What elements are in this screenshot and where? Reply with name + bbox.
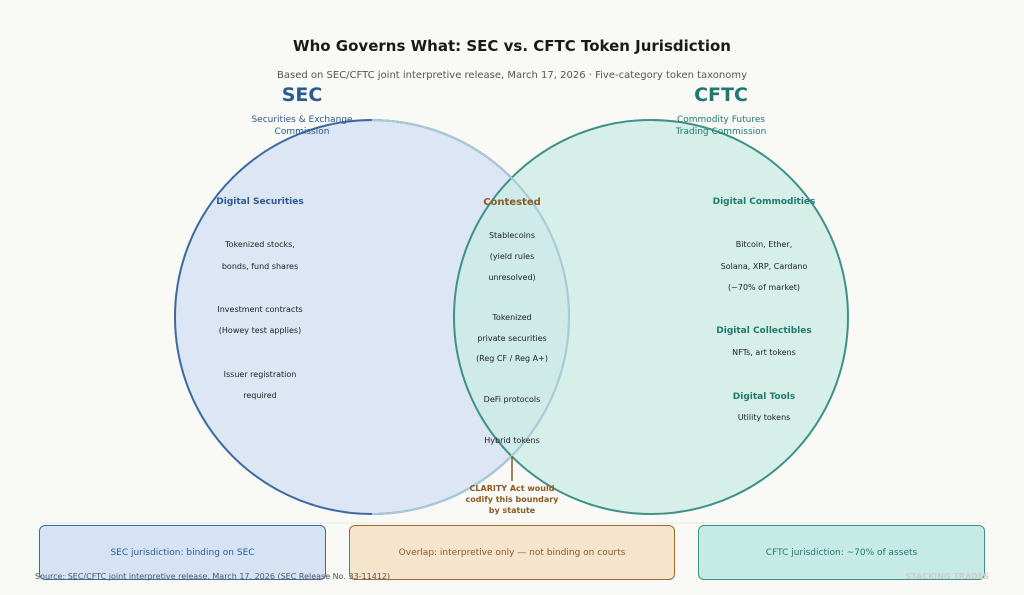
cftc-title: CFTC — [694, 84, 748, 106]
cftc-item: (~70% of market) — [728, 283, 800, 292]
annotation-text: CLARITY Act would — [470, 484, 555, 493]
cftc-category: Digital Collectibles — [716, 326, 811, 336]
contested-item: private securities — [477, 334, 546, 343]
sec-item: Issuer registration — [224, 370, 297, 379]
sec-item: bonds, fund shares — [222, 262, 298, 271]
sec-title: SEC — [282, 84, 323, 106]
sec-item: (Howey test applies) — [219, 326, 301, 335]
contested-item: (yield rules — [490, 252, 535, 261]
legend-overlap-label: Overlap: interpretive only — not binding… — [398, 547, 626, 558]
cftc-category: Digital Commodities — [713, 197, 816, 207]
legend-cftc: CFTC jurisdiction: ~70% of assets — [698, 525, 985, 580]
contested-item: Hybrid tokens — [484, 436, 540, 445]
contested-item: (Reg CF / Reg A+) — [476, 354, 548, 363]
overlap-boundary — [371, 119, 570, 515]
watermark: STACKING TRADES — [905, 572, 989, 581]
cftc-item: Bitcoin, Ether, — [736, 240, 793, 249]
chart-subtitle: Based on SEC/CFTC joint interpretive rel… — [277, 70, 747, 81]
sec-category: Digital Securities — [216, 197, 303, 207]
legend-overlap: Overlap: interpretive only — not binding… — [349, 525, 675, 580]
chart-title: Who Governs What: SEC vs. CFTC Token Jur… — [293, 37, 731, 55]
cftc-item: NFTs, art tokens — [732, 348, 796, 357]
cftc-category: Digital Tools — [733, 392, 795, 402]
legend-cftc-label: CFTC jurisdiction: ~70% of assets — [765, 547, 918, 558]
legend-sec: SEC jurisdiction: binding on SEC — [39, 525, 326, 580]
annotation-text: by statute — [489, 506, 536, 515]
contested-item: Tokenized — [491, 313, 531, 322]
cftc-fullname-1: Commodity Futures — [677, 115, 765, 125]
cftc-item: Utility tokens — [738, 413, 791, 422]
source-note: Source: SEC/CFTC joint interpretive rele… — [35, 572, 391, 581]
annotation-text: codify this boundary — [466, 495, 560, 504]
legend-sec-label: SEC jurisdiction: binding on SEC — [110, 547, 255, 558]
cftc-circle — [453, 119, 849, 515]
sec-item: Tokenized stocks, — [224, 240, 295, 249]
sec-item: Investment contracts — [217, 305, 302, 314]
contested-label: Contested — [483, 197, 541, 208]
sec-item: required — [243, 391, 277, 400]
cftc-fullname-2: Trading Commission — [675, 127, 767, 137]
cftc-item: Solana, XRP, Cardano — [721, 262, 808, 271]
contested-item: Stablecoins — [489, 231, 535, 240]
contested-item: unresolved) — [488, 273, 535, 282]
sec-fullname-2: Commission — [275, 127, 330, 137]
sec-fullname-1: Securities & Exchange — [251, 115, 353, 125]
contested-item: DeFi protocols — [484, 395, 541, 404]
